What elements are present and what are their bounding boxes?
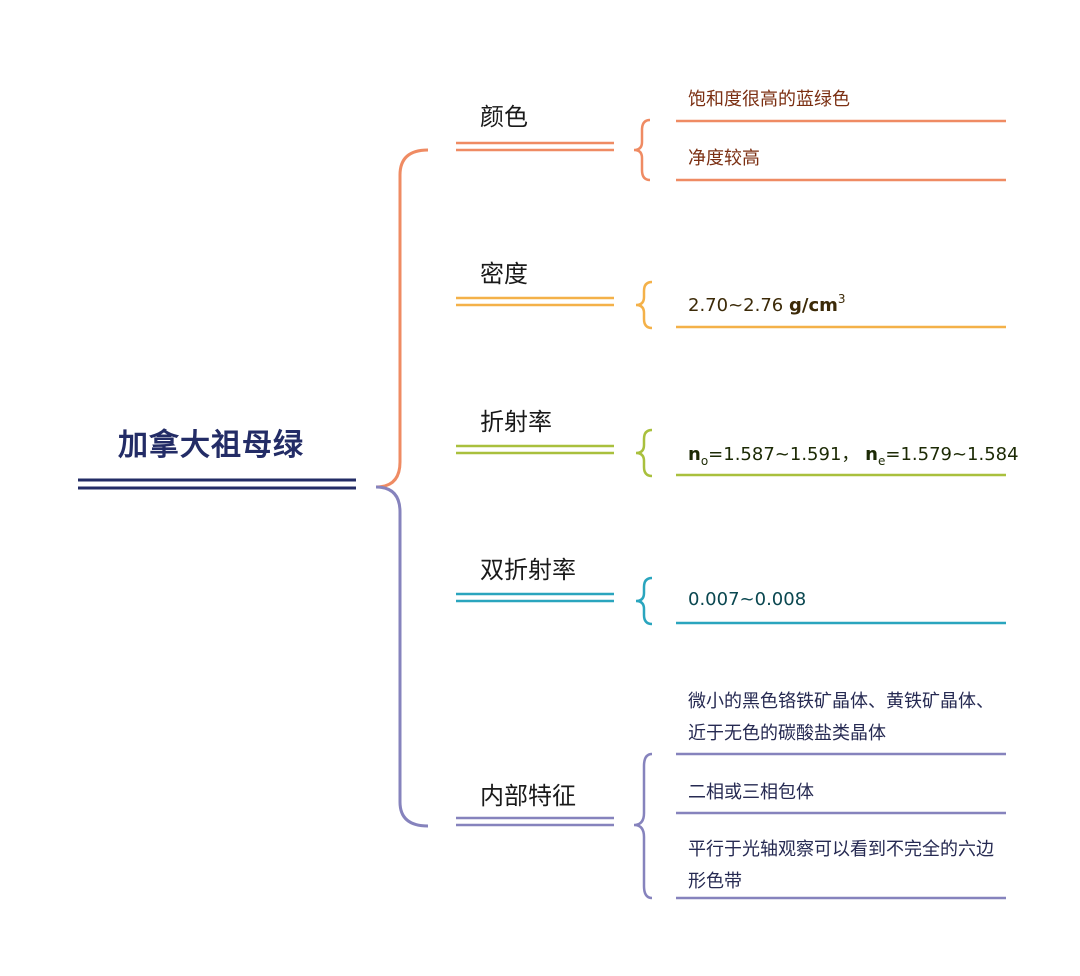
leaf-refractive-index-value: no=1.587~1.591， ne=1.579~1.584 xyxy=(688,440,1019,468)
branch-underline-birefringence xyxy=(456,592,614,603)
ri-ordinary-subscript: o xyxy=(700,454,709,468)
density-unit-exponent: 3 xyxy=(837,292,846,306)
branch-label-density: 密度 xyxy=(480,260,528,288)
leaf-birefringence-value: 0.007~0.008 xyxy=(688,589,807,610)
branch-underline-refractive-index xyxy=(456,444,614,455)
brace-density xyxy=(635,280,653,330)
brace-birefringence xyxy=(635,576,653,626)
ri-extraordinary-value: =1.579~1.584 xyxy=(885,444,1019,465)
leaf-density-value: 2.70~2.76 g/cm3 xyxy=(688,292,846,316)
density-unit: g/cm xyxy=(788,295,838,316)
branch-label-birefringence: 双折射率 xyxy=(480,556,576,584)
branch-underline-color xyxy=(456,141,614,152)
branch-label-inclusions: 内部特征 xyxy=(480,782,576,810)
branch-label-refractive-index: 折射率 xyxy=(480,408,552,436)
density-range: 2.70~2.76 xyxy=(688,295,784,316)
root-title: 加拿大祖母绿 xyxy=(118,428,304,463)
root-underline xyxy=(78,478,356,490)
main-brace-lower xyxy=(375,485,429,828)
ri-extraordinary-symbol: n xyxy=(865,444,878,465)
leaf-color-saturation: 饱和度很高的蓝绿色 xyxy=(688,89,850,110)
brace-color xyxy=(633,118,651,182)
ri-extraordinary-subscript: e xyxy=(877,454,886,468)
branch-label-color: 颜色 xyxy=(480,103,528,131)
ri-ordinary-value: =1.587~1.591， xyxy=(708,444,860,465)
branch-underline-density xyxy=(456,296,614,307)
leaf-inclusions-color-zoning: 平行于光轴观察可以看到不完全的六边形色带 xyxy=(688,839,994,892)
leaf-color-clarity: 净度较高 xyxy=(688,148,760,169)
branch-underline-inclusions xyxy=(456,816,614,827)
leaf-inclusions-crystals: 微小的黑色铬铁矿晶体、黄铁矿晶体、近于无色的碳酸盐类晶体 xyxy=(688,691,994,744)
brace-inclusions xyxy=(633,752,653,900)
main-brace-upper xyxy=(375,148,429,489)
ri-ordinary-symbol: n xyxy=(688,444,701,465)
leaf-inclusions-phase: 二相或三相包体 xyxy=(688,782,814,803)
brace-refractive-index xyxy=(635,428,653,478)
